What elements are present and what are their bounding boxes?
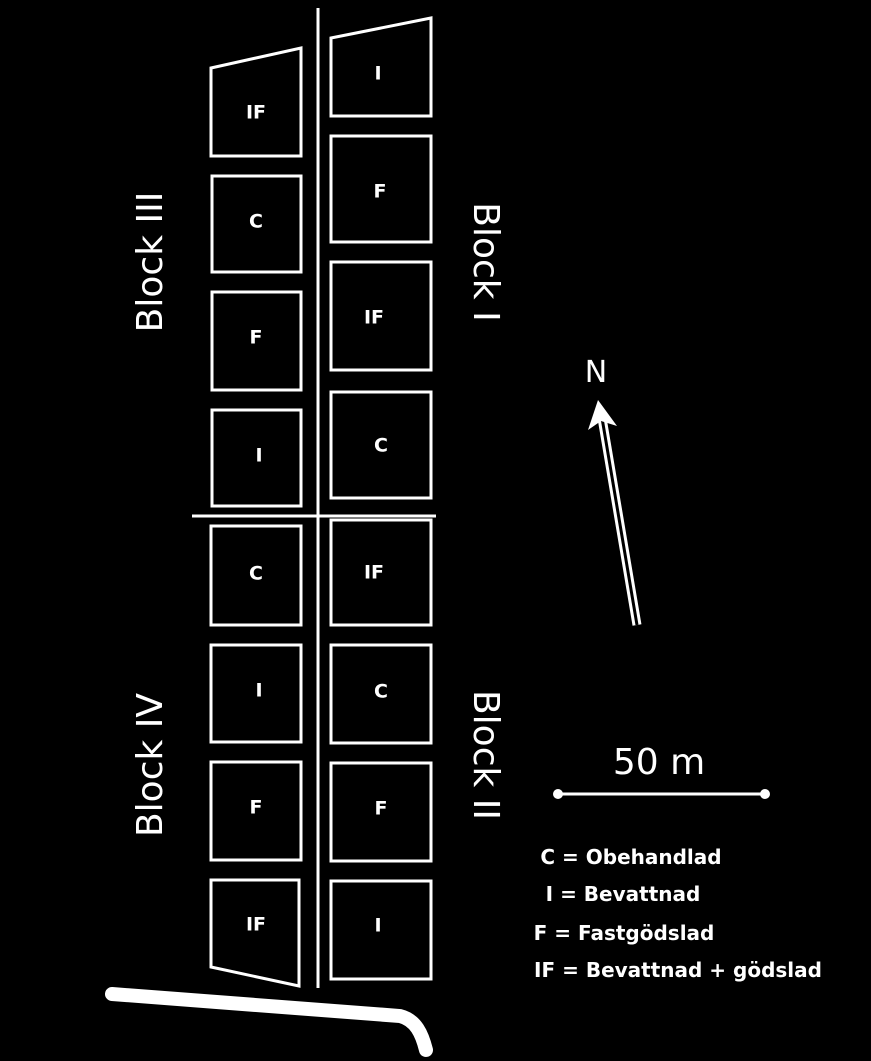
road-line (105, 987, 433, 1057)
legend-item: IF = Bevattnad + gödslad (534, 958, 822, 982)
north-arrow-icon (588, 400, 642, 626)
block-label-ii: Block II (465, 690, 506, 820)
scale-bar (553, 789, 770, 799)
plot-label: I (374, 915, 381, 937)
plot-right-4 (329, 390, 433, 500)
plot-right-5 (329, 518, 433, 627)
plot-label: F (375, 798, 388, 820)
block-label-iii: Block III (130, 192, 171, 333)
plot-left-7 (209, 760, 303, 862)
plot-label: IF (364, 562, 384, 584)
plot-left-8 (209, 878, 301, 988)
plot-label: C (249, 211, 263, 233)
north-label: N (585, 355, 607, 390)
plot-left-2 (210, 174, 303, 274)
plot-right-3 (329, 260, 433, 372)
plots-left: IF C F I C I F IF (209, 46, 303, 988)
plot-left-5 (209, 524, 303, 627)
plot-right-6 (329, 643, 433, 745)
legend: C = Obehandlad I = Bevattnad F = Fastgöd… (534, 845, 822, 982)
plots-right: I F IF C IF C F I (329, 16, 433, 981)
plot-label: I (255, 445, 262, 467)
legend-item: F = Fastgödslad (534, 921, 715, 945)
plot-label: IF (246, 914, 266, 936)
plot-label: F (250, 797, 263, 819)
plot-right-2 (329, 134, 433, 244)
plot-right-8 (329, 879, 433, 981)
plot-left-1 (209, 46, 303, 158)
plot-label: F (250, 327, 263, 349)
plot-label: I (374, 63, 381, 85)
plot-right-1 (329, 16, 433, 118)
plot-label: C (249, 563, 263, 585)
plot-label: F (374, 181, 387, 203)
plot-left-4 (210, 408, 303, 508)
plot-label: I (255, 680, 262, 702)
plot-right-7 (329, 761, 433, 863)
legend-item: I = Bevattnad (546, 882, 701, 906)
plot-left-6 (209, 643, 303, 744)
plot-label: IF (246, 102, 266, 124)
plot-label: C (374, 435, 388, 457)
plot-label: IF (364, 307, 384, 329)
legend-item: C = Obehandlad (540, 845, 721, 869)
block-label-iv: Block IV (130, 693, 171, 837)
block-label-i: Block I (465, 202, 506, 321)
scale-label: 50 m (613, 742, 705, 783)
plot-left-3 (210, 290, 303, 392)
plot-label: C (374, 681, 388, 703)
